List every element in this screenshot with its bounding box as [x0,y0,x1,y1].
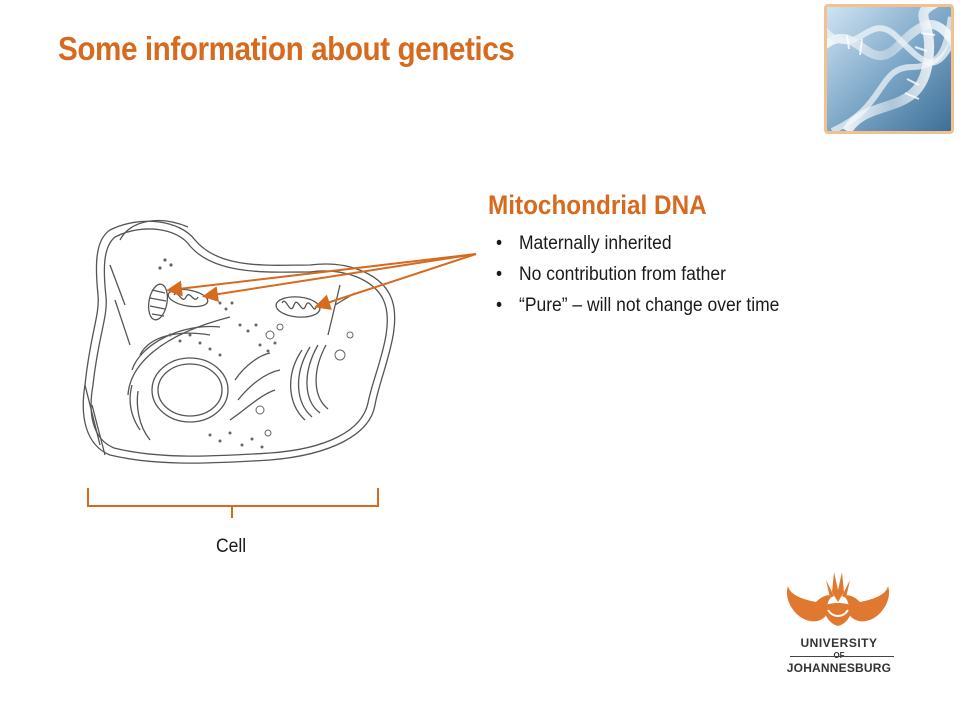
dna-helix-image [824,4,954,134]
cell-label: Cell [216,536,247,557]
logo-line2: OF [776,651,902,660]
arrow-icon [314,253,477,310]
arrow-icon [202,253,477,303]
arrow-icon [166,253,477,297]
bullet-item: “Pure” – will not change over time [496,294,779,325]
section-heading: Mitochondrial DNA [488,190,707,220]
university-crest-icon [786,572,890,626]
logo-line3: JOHANNESBURG [786,661,892,675]
bullet-list: Maternally inherited No contribution fro… [496,232,804,325]
bullet-item: Maternally inherited [496,232,779,263]
logo-line1: UNIVERSITY [800,636,878,650]
bullet-item: No contribution from father [496,263,779,294]
slide-title: Some information about genetics [58,30,515,67]
cell-bracket [87,488,379,518]
logo-divider [790,656,894,657]
